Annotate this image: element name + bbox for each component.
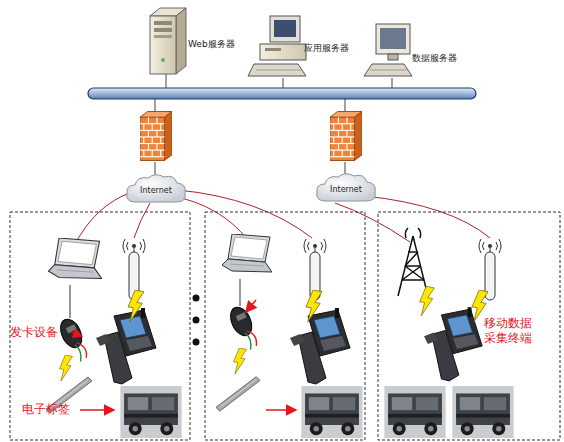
server-label: 应用服务器 — [304, 42, 364, 55]
callout-label: 电子标签 — [22, 402, 82, 417]
cloud-label: Internet — [124, 172, 188, 195]
callout-label: 发卡设备 — [10, 325, 70, 340]
site-two-devices — [216, 234, 363, 438]
server-label: Web服务器 — [188, 38, 248, 51]
data-server-icon — [364, 24, 412, 76]
server-label: 数据服务器 — [412, 52, 472, 65]
app-server-icon — [248, 16, 306, 76]
server-node: Web服务器 — [188, 38, 248, 52]
web-server-icon — [150, 8, 186, 74]
internet-cloud: Internet — [124, 172, 188, 206]
server-node: 数据服务器 — [412, 52, 472, 66]
internet-cloud: Internet — [314, 171, 378, 205]
firewall-icon — [140, 112, 172, 161]
firewall-icon — [330, 112, 362, 161]
ellipsis-dots — [193, 295, 200, 346]
callout-label: 移动数据 采集终端 — [484, 316, 538, 346]
cloud-label: Internet — [314, 171, 378, 194]
group-frame — [10, 212, 560, 440]
network-bus — [88, 88, 476, 99]
server-node: 应用服务器 — [304, 42, 364, 56]
